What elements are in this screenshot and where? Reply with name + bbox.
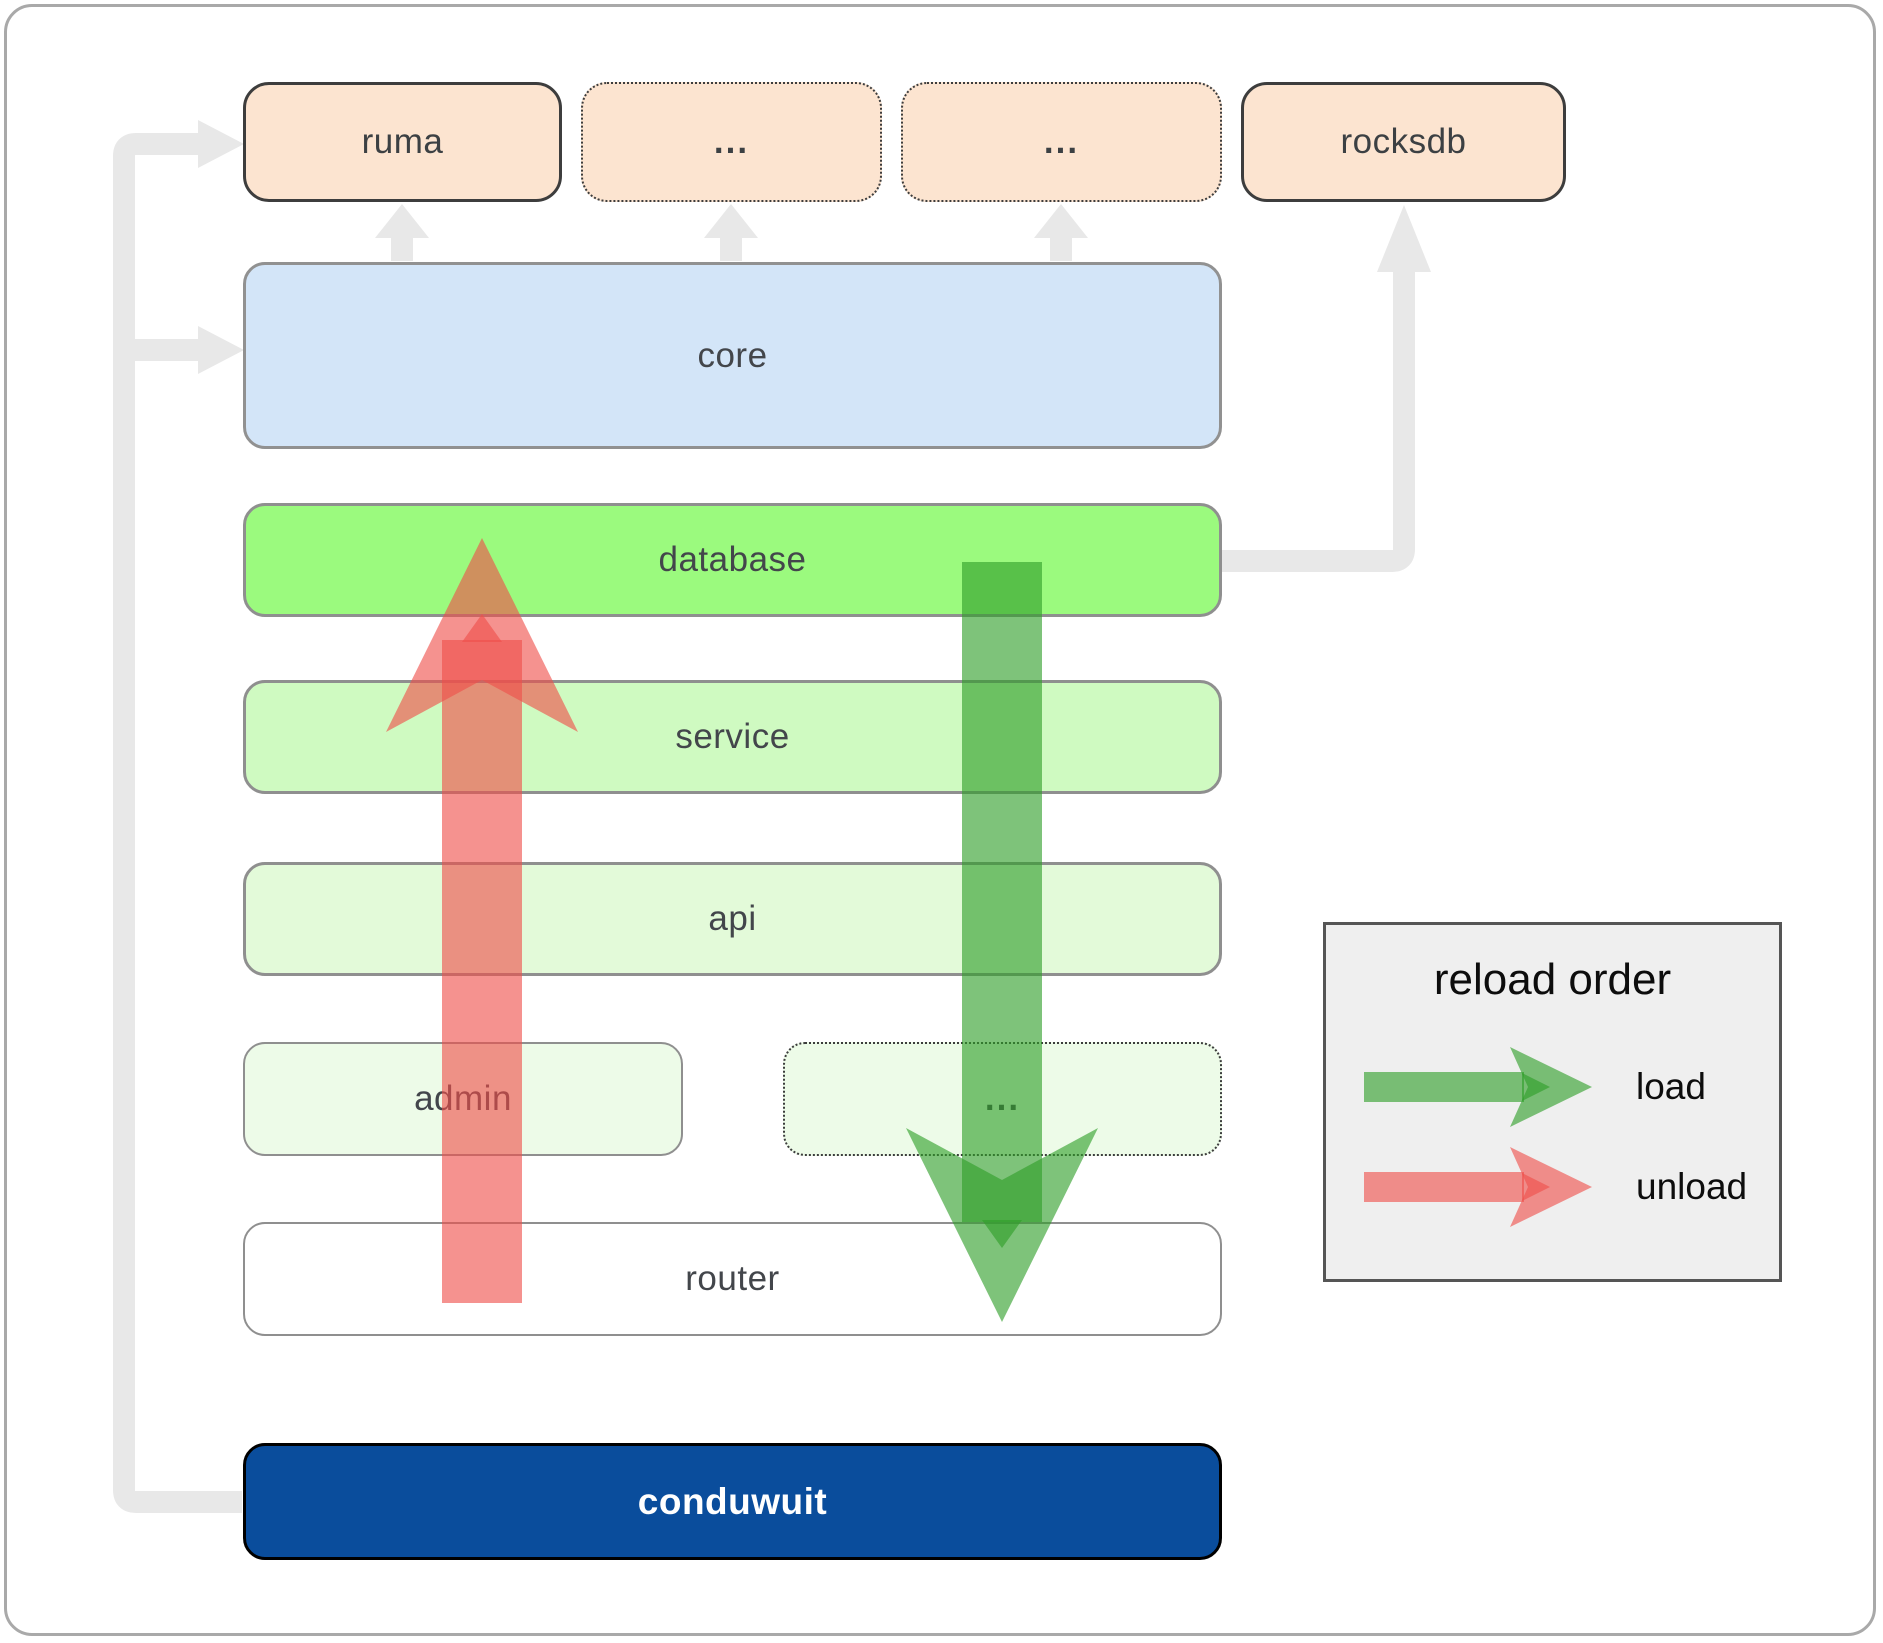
box-ruma-label: ruma: [361, 122, 444, 161]
box-ellipsis-2-label: ...: [1043, 122, 1080, 161]
box-database: database: [243, 503, 1222, 617]
box-router: router: [243, 1222, 1222, 1336]
box-ellipsis-1: ...: [581, 82, 882, 202]
legend-panel: reload order load unload: [1323, 922, 1782, 1282]
box-service: service: [243, 680, 1222, 794]
legend-row-load: load: [1362, 1045, 1706, 1129]
box-router-label: router: [685, 1259, 780, 1298]
outer-frame: [4, 4, 1876, 1636]
box-conduwuit-label: conduwuit: [637, 1480, 828, 1522]
box-api-label: api: [708, 899, 757, 938]
box-ellipsis-2: ...: [901, 82, 1222, 202]
box-rocksdb: rocksdb: [1241, 82, 1566, 202]
box-service-label: service: [675, 717, 790, 756]
legend-load-label: load: [1636, 1066, 1706, 1107]
box-admin-label: admin: [414, 1079, 512, 1118]
green-right-arrow-icon: [1364, 1047, 1592, 1127]
box-conduwuit: conduwuit: [243, 1443, 1222, 1560]
legend-unload-label: unload: [1636, 1166, 1748, 1207]
box-core: core: [243, 262, 1222, 449]
box-admin-ellipsis: ...: [783, 1042, 1222, 1156]
box-admin-ellipsis-label: ...: [984, 1079, 1021, 1118]
box-rocksdb-label: rocksdb: [1340, 122, 1467, 161]
box-admin: admin: [243, 1042, 683, 1156]
box-ellipsis-1-label: ...: [713, 122, 750, 161]
box-api: api: [243, 862, 1222, 976]
legend-row-unload: unload: [1362, 1145, 1747, 1229]
legend-title: reload order: [1433, 955, 1672, 1004]
box-database-label: database: [658, 540, 807, 579]
box-core-label: core: [697, 335, 768, 375]
red-right-arrow-icon: [1364, 1147, 1592, 1227]
box-ruma: ruma: [243, 82, 562, 202]
